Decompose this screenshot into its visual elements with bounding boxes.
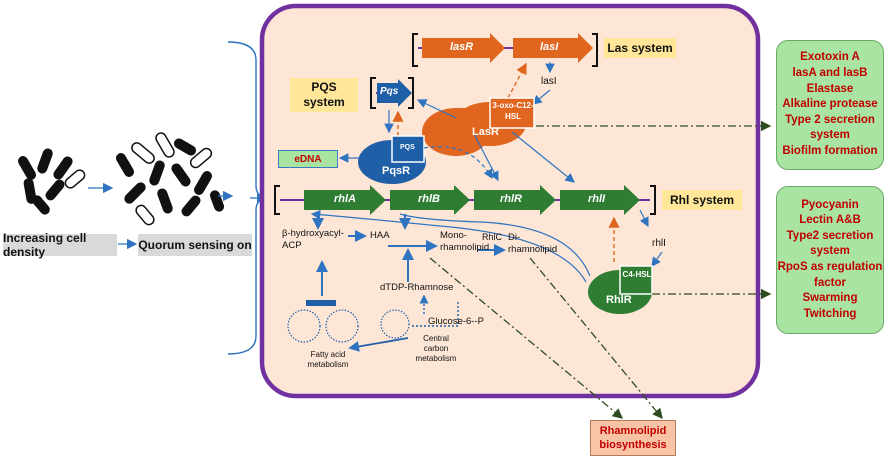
hydroxyacyl-acp-label: β-hydroxyacyl-ACP (282, 228, 344, 251)
RhlR-label: RhlR (606, 294, 632, 306)
las-targets-box: Exotoxin A lasA and lasB Elastase Alkali… (776, 40, 884, 170)
las-target-item: Type 2 secretion system (785, 113, 875, 142)
rhl-target-item: Twitching (803, 307, 857, 320)
oxo-c12-hsl-signal (489, 97, 535, 129)
bacteria-sparse-icon (18, 148, 86, 215)
lasI-gene-arrow (513, 33, 593, 63)
pqs-signal-label: PQS (400, 144, 415, 151)
fatty-acid-cycle (287, 309, 321, 343)
rhl-target-item: Swarming (802, 292, 858, 305)
oxo-c12-hsl-label: 3-oxo-C12-HSL (492, 101, 534, 121)
rhlR-gene-label: rhlR (500, 193, 522, 205)
lasI-gene-label: lasI (540, 41, 559, 53)
rhlB-gene-arrow (390, 185, 470, 215)
las-target-item: Biofilm formation (782, 144, 878, 157)
mono-rhamnolipid-label: Mono-rhamnolipid (440, 230, 490, 253)
lasI-text: lasI (541, 76, 557, 87)
rhl-target-item: Type2 secretion system (786, 229, 874, 258)
pqs-gene-label: Pqs (380, 86, 399, 97)
rhl-targets-box: Pyocyanin Lectin A&B Type2 secretion sys… (776, 186, 884, 334)
rhl-target-item: Lectin A&B (799, 214, 861, 227)
c4-hsl-label: C4-HSL (622, 270, 652, 279)
LasR-label: LasR (472, 126, 499, 138)
rhamnolipid-box: Rhamnolipid biosynthesis (590, 420, 676, 456)
las-target-item: Exotoxin A (800, 51, 860, 64)
central-carbon-label: Central carbon metabolism (415, 334, 457, 363)
c4-hsl-signal (619, 265, 653, 295)
pqs-signal (391, 135, 425, 163)
lasR-gene-arrow (422, 33, 505, 63)
quorum-sensing-label: Quorum sensing on (138, 234, 252, 256)
rhlI-gene-label: rhlI (588, 193, 606, 205)
PqsR-label: PqsR (382, 165, 411, 177)
di-rhamnolipid-label: Di-rhamnolipid (508, 232, 558, 255)
edna-box: eDNA (278, 150, 338, 168)
pqs-gene-arrow (377, 79, 412, 107)
las-bracket-right (592, 33, 598, 67)
cell-density-label: Increasing cell density (3, 231, 117, 259)
rhlI-text: rhlI (652, 238, 666, 249)
rhlI-gene-arrow (560, 185, 640, 215)
las-target-item: lasA and lasB (792, 67, 868, 80)
rhlA-gene-arrow (304, 185, 386, 215)
rhlc-label: RhlC (482, 232, 503, 242)
haa-label: HAA (370, 230, 390, 241)
las-target-item: Elastase (806, 82, 854, 95)
dtdp-rhamnose-label: dTDP-Rhamnose (380, 282, 454, 293)
rhl-target-item: RpoS as regulation factor (777, 261, 883, 289)
rhlR-gene-arrow (474, 185, 556, 215)
central-carbon-cycle (380, 309, 410, 339)
rhamnolipid-line: biosynthesis (599, 439, 667, 451)
pqs-system-label: PQS system (290, 78, 358, 112)
rhlA-gene-label: rhlA (334, 193, 356, 205)
las-target-item: Alkaline protease (782, 98, 878, 111)
rhl-target-item: Pyocyanin (801, 198, 859, 211)
glucose-label: Glucose-6--P (428, 316, 484, 327)
las-system-label: Las system (604, 38, 676, 58)
rhamnolipid-line: Rhamnolipid (599, 425, 667, 437)
lasR-gene-label: lasR (450, 41, 474, 53)
bacteria-dense-icon (116, 132, 225, 226)
rhl-system-label: Rhl system (662, 190, 742, 210)
rhlB-gene-label: rhlB (418, 193, 440, 205)
fatty-acid-label: Fatty acid metabolism (307, 350, 349, 369)
las-bracket-left (412, 33, 418, 67)
